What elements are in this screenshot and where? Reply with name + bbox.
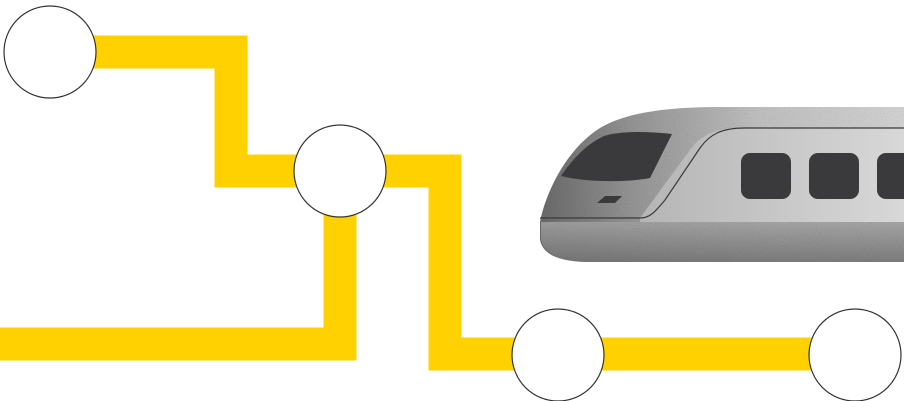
high-speed-train-icon — [540, 107, 904, 262]
station-circle[interactable] — [294, 125, 386, 217]
train-window — [809, 153, 859, 199]
train-window — [741, 153, 791, 199]
station-circle[interactable] — [809, 309, 901, 401]
route-line-lower — [0, 171, 340, 344]
station-circle[interactable] — [512, 309, 604, 401]
station-circle[interactable] — [4, 6, 96, 98]
train-window — [877, 153, 904, 199]
train-skirt — [541, 222, 904, 262]
